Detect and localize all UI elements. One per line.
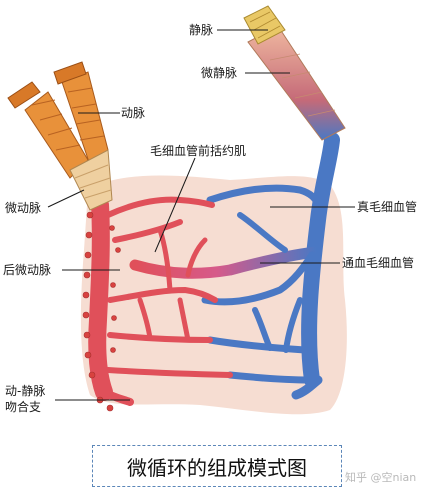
smooth-muscle-dots	[82, 211, 121, 412]
label-thoroughfare-channel: 通血毛细血管	[342, 256, 415, 270]
label-metarteriole: 后微动脉	[3, 263, 52, 277]
label-precapillary-sphincter: 毛细血管前括约肌	[150, 144, 247, 158]
artery-vessel	[7, 61, 113, 211]
label-venule: 微静脉	[201, 66, 238, 80]
label-vein: 静脉	[189, 23, 214, 37]
label-av-anastomosis-2: 吻合支	[5, 400, 42, 414]
label-arteriole: 微动脉	[5, 201, 42, 215]
leader-lines	[47, 29, 355, 401]
caption-box: 微循环的组成模式图	[92, 445, 342, 487]
label-artery: 动脉	[121, 106, 146, 120]
watermark: 知乎 @空nian	[345, 471, 417, 484]
vein-vessel	[243, 5, 346, 141]
label-av-anastomosis-1: 动-静脉	[5, 384, 46, 398]
venous-network	[129, 132, 340, 400]
label-true-capillary: 真毛细血管	[357, 200, 418, 214]
arterial-network	[88, 196, 233, 406]
caption-title: 微循环的组成模式图	[127, 455, 307, 480]
